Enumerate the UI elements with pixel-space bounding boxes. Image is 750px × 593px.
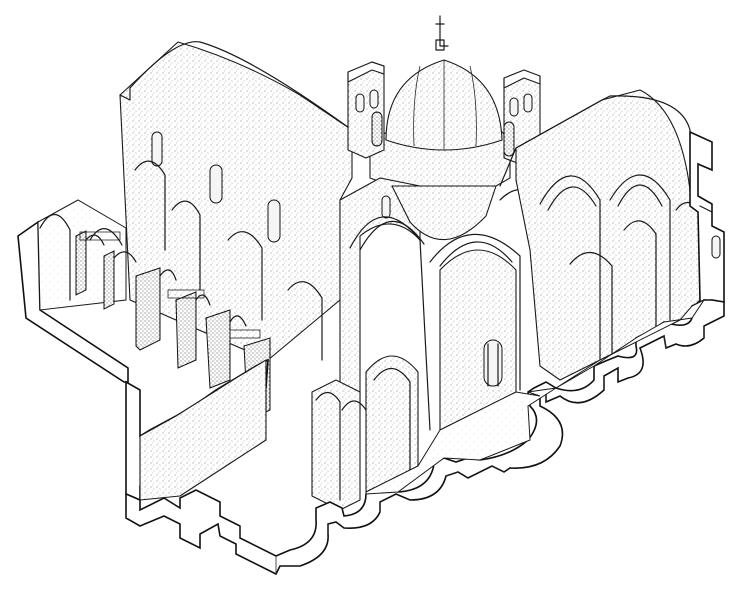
crossing-front-bay bbox=[311, 379, 361, 511]
crossing-pendentive bbox=[391, 185, 497, 241]
transept bbox=[499, 89, 725, 381]
nave bbox=[17, 41, 353, 502]
nave-lower-wall bbox=[139, 359, 267, 501]
crossing bbox=[311, 15, 557, 511]
finial bbox=[435, 15, 449, 47]
apse-window bbox=[483, 339, 503, 387]
crossing-side-bay bbox=[365, 355, 419, 493]
nave-window bbox=[209, 164, 223, 204]
bell-tower-left bbox=[347, 61, 385, 159]
nave-window bbox=[151, 131, 163, 167]
church-floor bbox=[365, 298, 706, 495]
transept-end-section bbox=[689, 130, 725, 322]
nave-window bbox=[267, 199, 281, 243]
